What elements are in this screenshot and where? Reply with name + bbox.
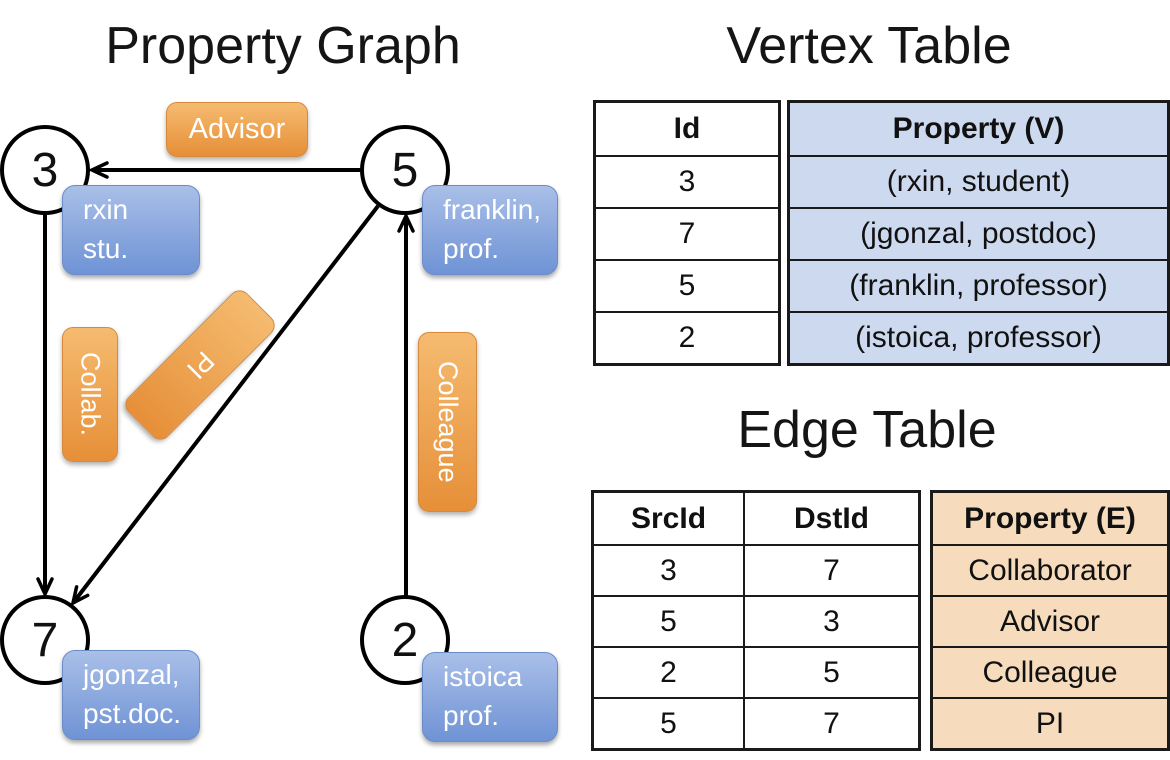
vertex-property-line: istoica <box>443 661 523 693</box>
table-row: 2 5 <box>594 646 918 697</box>
table-row: 5 3 <box>594 595 918 646</box>
edge-table: SrcId DstId 3 7 5 3 2 5 5 7 Property (E) <box>591 490 1170 751</box>
edge-5-to-7 <box>70 204 380 607</box>
vertex-id-cell: 7 <box>596 207 778 259</box>
edge-src-cell: 5 <box>594 595 743 646</box>
vertex-id-cell: 5 <box>596 259 778 311</box>
vertex-property-box-2: istoica prof. <box>422 652 558 742</box>
edge-table-header-dstid: DstId <box>743 493 918 544</box>
vertex-property-line: prof. <box>443 233 500 264</box>
vertex-table-id-column: Id 3 7 5 2 <box>593 100 781 366</box>
table-row: PI <box>933 697 1167 748</box>
vertex-property-line: pst.doc. <box>83 698 182 729</box>
edge-table-id-columns: SrcId DstId 3 7 5 3 2 5 5 7 <box>591 490 921 751</box>
vertex-property-line: franklin, <box>443 194 542 226</box>
table-row: 2 <box>596 311 778 363</box>
table-row: Colleague <box>933 646 1167 697</box>
edge-property-cell: Advisor <box>933 595 1167 646</box>
table-row: 5 7 <box>594 697 918 748</box>
property-graph-panel: Property Graph 3 5 7 2 Advisor Collab. P… <box>0 17 558 742</box>
vertex-property-box-7: jgonzal, pst.doc. <box>62 650 200 740</box>
table-row: 3 7 <box>594 544 918 595</box>
vertex-property-cell: (rxin, student) <box>790 155 1167 207</box>
edge-label-advisor: Advisor <box>166 102 308 157</box>
vertex-node-2: 2 <box>360 595 450 685</box>
edge-property-cell: Collaborator <box>933 544 1167 595</box>
edge-src-cell: 2 <box>594 646 743 697</box>
table-row: (istoica, professor) <box>790 311 1167 363</box>
table-row: (franklin, professor) <box>790 259 1167 311</box>
table-row: (rxin, student) <box>790 155 1167 207</box>
vertex-table-property-column: Property (V) (rxin, student) (jgonzal, p… <box>787 100 1170 366</box>
edge-table-header-srcid: SrcId <box>594 493 743 544</box>
vertex-id-cell: 3 <box>596 155 778 207</box>
vertex-property-line: jgonzal, <box>83 659 180 691</box>
edge-label-collab: Collab. <box>62 327 118 462</box>
edge-property-cell: PI <box>933 697 1167 748</box>
edge-src-cell: 5 <box>594 697 743 748</box>
edge-table-header-property: Property (E) <box>933 493 1167 544</box>
vertex-property-box-3: rxin stu. <box>62 185 200 275</box>
edge-table-property-column: Property (E) Collaborator Advisor Collea… <box>930 490 1170 751</box>
table-row: 5 <box>596 259 778 311</box>
vertex-table-header-id: Id <box>596 103 778 155</box>
edge-property-cell: Colleague <box>933 646 1167 697</box>
edge-label-colleague: Colleague <box>418 332 477 512</box>
vertex-property-line: stu. <box>83 233 129 264</box>
vertex-property-line: rxin <box>83 194 129 226</box>
vertex-table-title: Vertex Table <box>726 17 1012 75</box>
edge-dst-cell: 3 <box>743 595 918 646</box>
edge-dst-cell: 7 <box>743 697 918 748</box>
vertex-property-cell: (istoica, professor) <box>790 311 1167 363</box>
table-row: 7 <box>596 207 778 259</box>
vertex-table-header-property: Property (V) <box>790 103 1167 155</box>
vertex-property-box-5: franklin, prof. <box>422 185 558 275</box>
vertex-property-cell: (franklin, professor) <box>790 259 1167 311</box>
table-row: Advisor <box>933 595 1167 646</box>
vertex-property-line: prof. <box>443 700 500 731</box>
vertex-property-cell: (jgonzal, postdoc) <box>790 207 1167 259</box>
edge-table-title: Edge Table <box>737 401 997 459</box>
table-row: Collaborator <box>933 544 1167 595</box>
edge-dst-cell: 7 <box>743 544 918 595</box>
graph-edges <box>36 161 415 607</box>
table-row: 3 <box>596 155 778 207</box>
vertex-table: Id 3 7 5 2 Property (V) (rxin, student) … <box>593 100 1170 366</box>
edge-dst-cell: 5 <box>743 646 918 697</box>
vertex-node-5: 5 <box>360 125 450 215</box>
edge-src-cell: 3 <box>594 544 743 595</box>
vertex-id-cell: 2 <box>596 311 778 363</box>
table-row: (jgonzal, postdoc) <box>790 207 1167 259</box>
property-graph-title: Property Graph <box>105 17 461 75</box>
